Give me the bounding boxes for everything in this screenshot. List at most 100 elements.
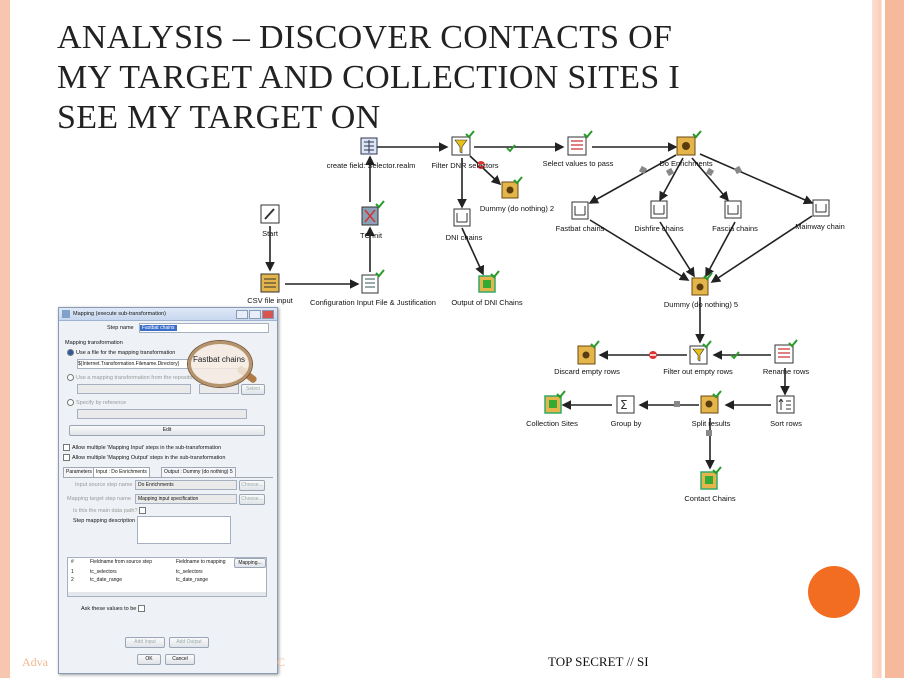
node-csv-input[interactable]: CSV file input [247,273,294,305]
node-start[interactable]: Start [260,204,280,238]
maximize-button[interactable] [249,310,261,319]
node-contact-chains[interactable]: Contact Chains [684,466,736,503]
node-collection-sites[interactable]: Collection Sites [526,390,578,428]
slide-decoration-dot [808,566,860,618]
table-cell[interactable]: tc_selectors [176,569,203,575]
allow-multiple-output-checkbox[interactable]: Allow multiple 'Mapping Output' steps in… [63,454,225,461]
node-group-by[interactable]: Σ Group by [611,395,642,428]
tab-parameters[interactable]: Parameters [63,467,95,477]
main-data-path-checkbox[interactable]: Is this the main data path? [73,507,148,514]
node-label: TC Init [360,231,383,240]
node-create-field[interactable]: create field: Selector.realm [327,137,416,170]
choose-source-button[interactable]: Choose... [239,480,265,491]
magnified-step-name: Fastbat chains [192,355,246,364]
node-do-enrichments[interactable]: Do Enrichments [659,130,713,168]
checkbox-label: Allow multiple 'Mapping Input' steps in … [72,444,222,451]
edit-button[interactable]: Edit [69,425,265,436]
node-config-input[interactable]: Configuration Input File & Justification [310,269,436,307]
table-cell[interactable]: tc_date_range [90,577,122,583]
radio-by-reference[interactable]: Specify by reference [67,399,126,406]
cancel-button[interactable]: Cancel [165,654,195,665]
mapping-target-field[interactable]: Mapping input specification [135,494,237,504]
input-source-label: Input source step name [75,482,133,488]
node-discard-empty[interactable]: Discard empty rows [554,340,620,376]
step-name-input[interactable]: Fastbat chains [139,323,269,333]
node-split-results[interactable]: Split results [692,390,731,428]
node-label: Output of DNI Chains [451,298,523,307]
table-cell[interactable]: tc_date_range [176,577,208,583]
node-label: Contact Chains [684,494,736,503]
magnifier-callout: Fastbat chains [188,341,258,387]
node-label: Mainway chain [795,222,845,231]
tab-bar: Parameters Input : Do Enrichments Output… [63,467,273,478]
add-input-button[interactable]: Add Input [125,637,165,648]
ok-button[interactable]: OK [137,654,161,665]
hop-markers [477,144,743,436]
title-line-2: MY TARGET AND COLLECTION SITES I [57,59,680,96]
radio-use-file[interactable]: Use a file for the mapping transformatio… [67,349,175,356]
node-fastbat[interactable]: Fastbat chains [556,201,605,233]
dialog-title: Mapping (execute sub-transformation) [73,311,166,317]
radio-dot [67,399,74,406]
close-button[interactable] [262,310,274,319]
mapping-dialog: Mapping (execute sub-transformation) Ste… [58,307,278,674]
table-cell[interactable]: tc_selectors [90,569,117,575]
radio-label: Use a file for the mapping transformatio… [76,349,176,356]
checkbox-box [63,454,70,461]
tab-input[interactable]: Input : Do Enrichments [93,467,150,477]
input-source-value: Do Enrichments [138,482,174,488]
node-dummy-5[interactable]: Dummy (do nothing) 5 [664,272,738,309]
radio-dot [67,374,74,381]
node-rename-rows[interactable]: Rename rows [763,339,810,376]
step-name-value: Fastbat chains [140,325,177,331]
tab-output[interactable]: Output : Dummy (do nothing) 5 [161,467,236,477]
radio-use-repository[interactable]: Use a mapping transformation from the re… [67,374,197,381]
field-mapping-table: # Fieldname from source step Fieldname t… [67,557,267,597]
horizontal-scrollbar[interactable] [68,592,266,596]
node-label: Start [262,229,279,238]
add-output-button[interactable]: Add Output [169,637,209,648]
node-label: Fascia chains [712,224,758,233]
node-label: Sort rows [770,419,802,428]
node-tc-init[interactable]: TC Init [360,200,385,240]
node-fascia[interactable]: Fascia chains [712,200,758,233]
node-label: Split results [692,419,731,428]
checkbox-label: Ask these values to be [81,605,137,612]
mapping-transformation-label: Mapping transformation [65,340,123,346]
radio-label: Use a mapping transformation from the re… [76,374,198,381]
checkbox-box [137,605,145,612]
input-source-field[interactable]: Do Enrichments [135,480,237,490]
node-filter-empty[interactable]: Filter out empty rows [663,340,733,376]
allow-multiple-input-checkbox[interactable]: Allow multiple 'Mapping Input' steps in … [63,444,221,451]
mapping-button[interactable]: Mapping... [234,558,266,568]
table-row[interactable]: 2 [71,577,74,583]
node-label: Configuration Input File & Justification [310,298,436,307]
node-filter-dnr[interactable]: Filter DNR selectors [431,130,499,170]
app-icon [62,310,70,318]
node-select-values[interactable]: Select values to pass [543,130,614,168]
classification-marking: TOP SECRET // SI [548,654,649,669]
node-label: Rename rows [763,367,810,376]
node-label: Discard empty rows [554,367,620,376]
node-dni-chains[interactable]: DNI chains [446,208,483,242]
select-button[interactable]: Select [241,384,265,395]
node-label: CSV file input [247,296,293,305]
mapping-target-label: Mapping target step name [67,496,131,502]
slide-left-border [0,0,10,678]
node-mainway[interactable]: Mainway chain [795,199,845,231]
node-dishfire[interactable]: Dishfire chains [634,200,684,233]
ask-values-checkbox[interactable]: Ask these values to be [81,605,147,612]
node-dummy-2[interactable]: Dummy (do nothing) 2 [480,176,554,213]
slide-title: ANALYSIS – DISCOVER CONTACTS OF MY TARGE… [57,18,777,138]
choose-target-button[interactable]: Choose... [239,494,265,505]
minimize-button[interactable] [236,310,248,319]
table-row[interactable]: 1 [71,569,74,575]
repo-directory-input [77,384,191,394]
checkbox-box [63,444,70,451]
node-sort-rows[interactable]: Sort rows [770,395,802,428]
checkbox-label: Is this the main data path? [73,507,138,514]
step-mapping-desc-textarea[interactable] [137,516,231,544]
node-label: Dummy (do nothing) 2 [480,204,554,213]
node-output-dni[interactable]: Output of DNI Chains [451,270,523,307]
